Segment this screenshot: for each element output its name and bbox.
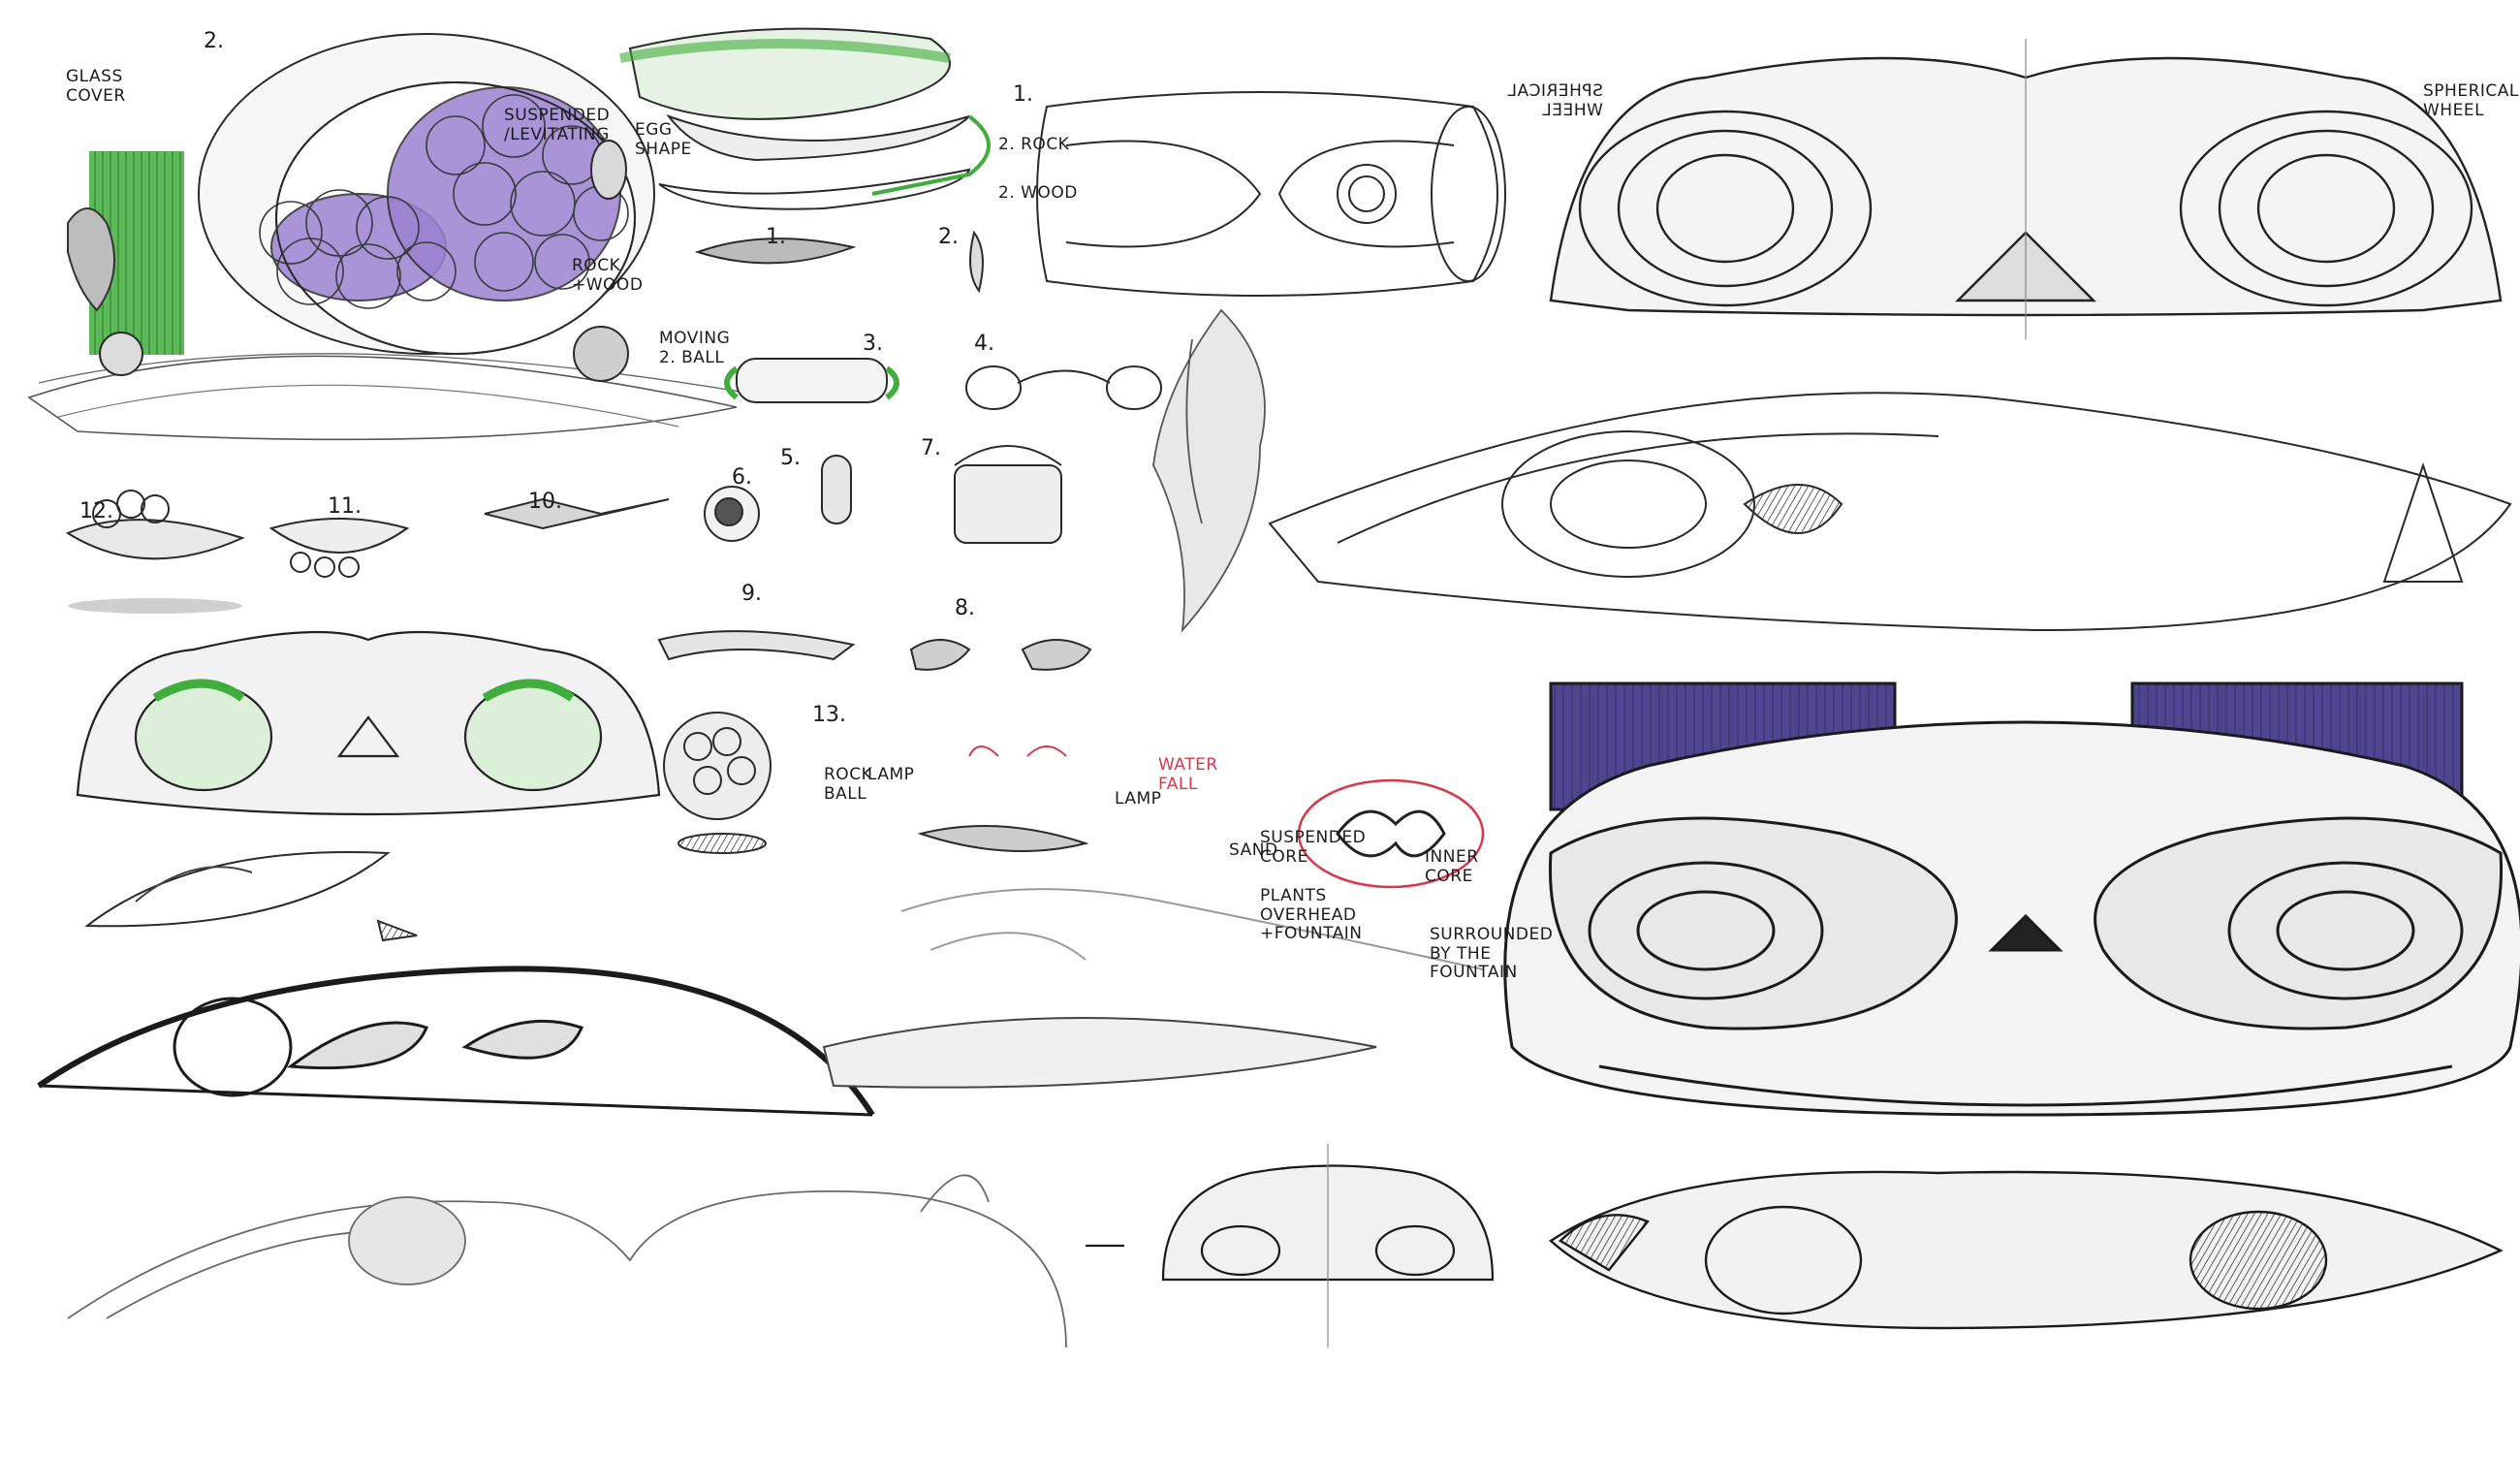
label-number-11: 11.	[328, 494, 362, 519]
pencil-bottom-sketch	[67, 1174, 1067, 1348]
pod-side-sketch-left	[84, 850, 418, 942]
label-number-10: 10.	[528, 490, 562, 514]
label-suspended-core: SUSPENDED CORE	[1260, 828, 1367, 867]
label-number-3: 3.	[863, 332, 883, 356]
label-rock: 2. ROCK	[998, 135, 1070, 154]
flame-ribbon-sketch	[1152, 308, 1266, 633]
label-number-12: 12.	[79, 499, 113, 523]
label-number-2b: 2.	[938, 225, 959, 249]
label-surrounded: SURROUNDED BY THE FOUNTAIN	[1430, 925, 1554, 983]
label-lamp-left: LAMP	[867, 765, 915, 784]
long-side-sketch	[37, 966, 1377, 1117]
label-spherical-wheel-left: SPHERICAL WHEEL	[1507, 81, 1603, 120]
front-view-large	[1503, 681, 2520, 1117]
label-spherical-wheel-right: SPHERICAL WHEEL	[2423, 81, 2519, 120]
front-view-small-bottom	[1086, 1144, 1495, 1347]
label-water-fall: WATER FALL	[1158, 755, 1218, 794]
label-glass-cover: GLASS COVER	[66, 67, 126, 106]
label-number-6: 6.	[732, 465, 752, 490]
water-feature-sketch	[900, 745, 1485, 970]
side-view-bottom-right	[1549, 1170, 2504, 1330]
egg-pod-sketch	[27, 33, 747, 441]
label-suspended-levitating: SUSPENDED /LEVITATING	[504, 106, 611, 144]
label-number-1: 1.	[1013, 82, 1033, 107]
side-view-middle	[1268, 392, 2512, 632]
label-rock-wood: ROCK +WOOD	[572, 256, 644, 295]
label-egg-shape: EGG SHAPE	[635, 120, 692, 159]
pod-front-sketch-left	[76, 630, 661, 816]
label-number-7: 7.	[921, 436, 941, 460]
label-number-8: 8.	[955, 596, 975, 620]
label-wood: 2. WOOD	[998, 183, 1078, 203]
label-number-1b: 1.	[766, 225, 786, 249]
top-view-sketch	[1036, 91, 1506, 297]
suspended-levitating-sketch	[590, 27, 991, 210]
label-number-2: 2.	[204, 29, 224, 53]
label-inner-core: INNER CORE	[1425, 847, 1479, 886]
small-sketches-grid	[65, 230, 1162, 854]
label-sand: SAND	[1229, 840, 1278, 860]
label-number-9: 9.	[741, 582, 762, 606]
label-plants-overhead: PLANTS OVERHEAD +FOUNTAIN	[1260, 886, 1363, 944]
label-lamp-right: LAMP	[1115, 789, 1162, 808]
label-number-5: 5.	[780, 446, 801, 470]
label-number-13: 13.	[812, 703, 846, 727]
label-moving-ball: MOVING 2. BALL	[659, 329, 731, 367]
front-view-top	[1549, 39, 2503, 339]
label-rock-ball: ROCK BALL	[824, 765, 873, 804]
label-number-4: 4.	[974, 332, 994, 356]
